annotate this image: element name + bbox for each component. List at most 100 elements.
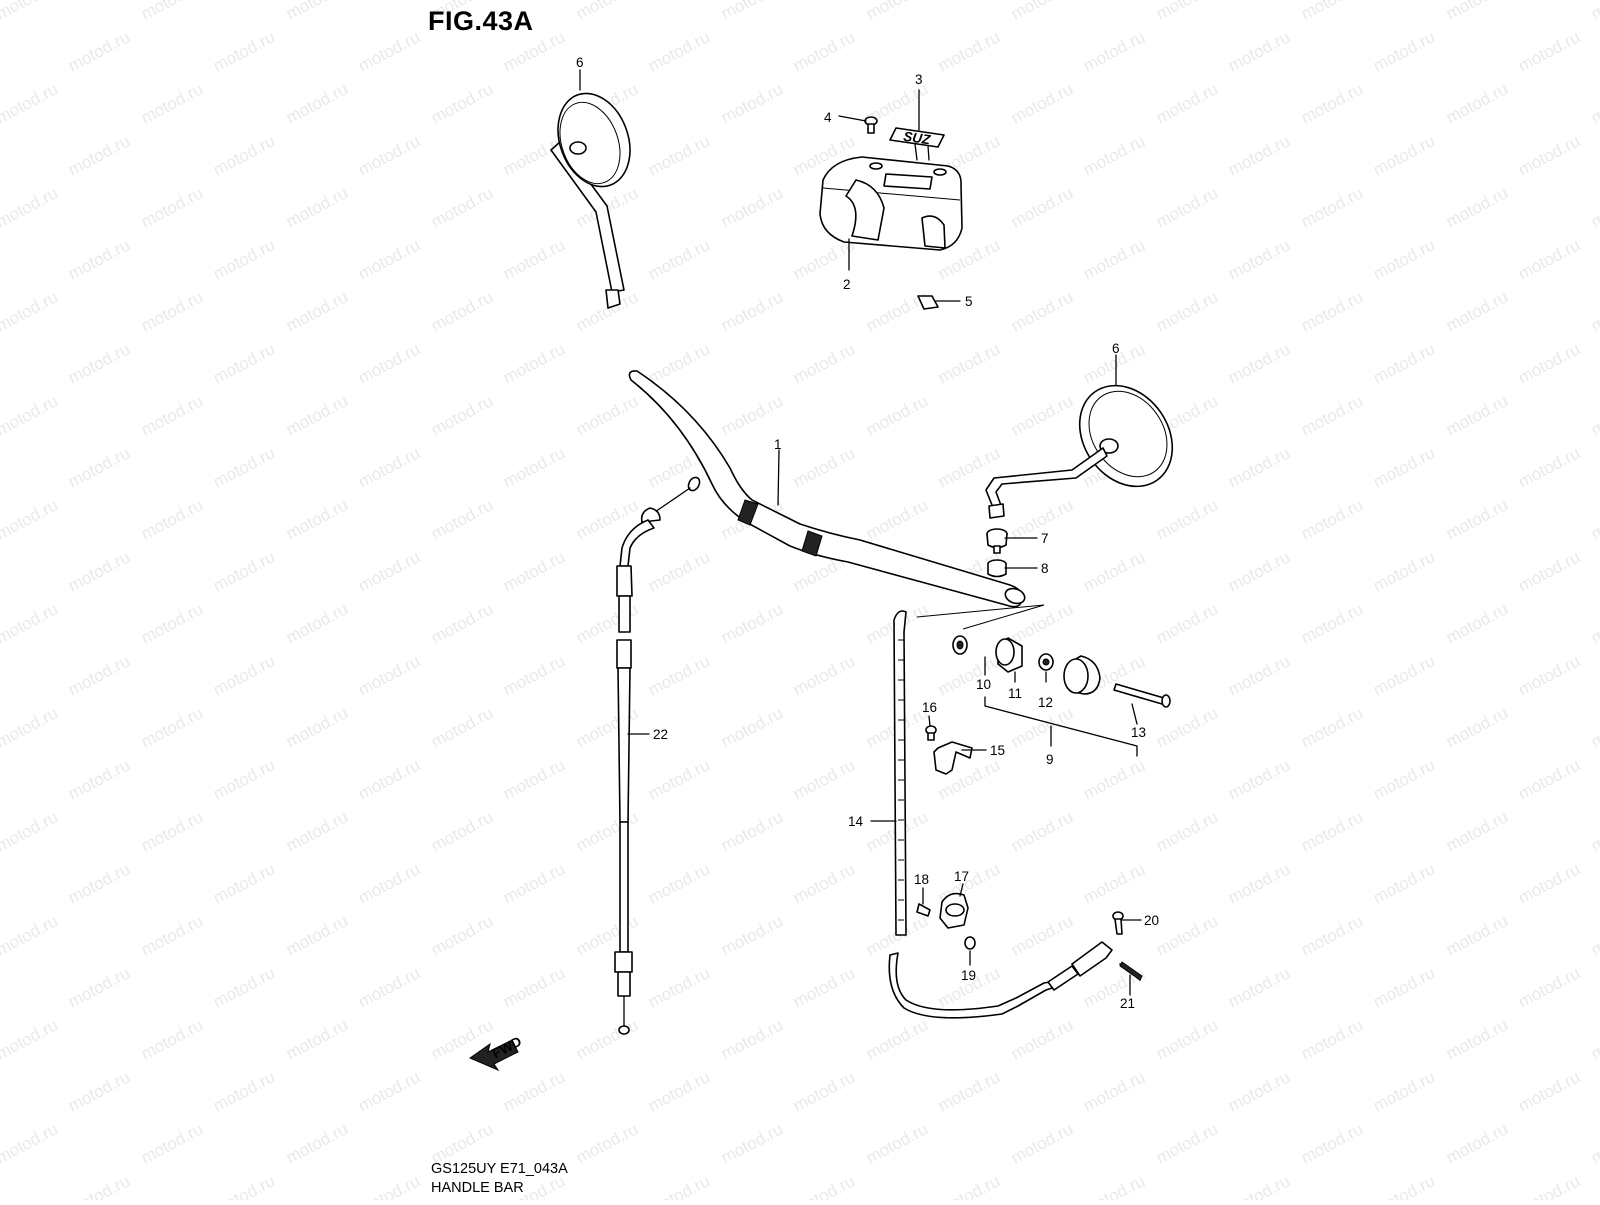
watermark-text: motod.ru — [1370, 131, 1438, 179]
watermark-text: motod.ru — [355, 339, 423, 387]
watermark-text: motod.ru — [138, 79, 206, 127]
watermark-text: motod.ru — [355, 859, 423, 907]
watermark-text: motod.ru — [1008, 0, 1076, 24]
callout-6a: 6 — [576, 55, 584, 70]
watermark-text: motod.ru — [718, 183, 786, 231]
watermark-text: motod.ru — [1298, 287, 1366, 335]
watermark-text: motod.ru — [645, 547, 713, 595]
watermark-text: motod.ru — [1370, 755, 1438, 803]
watermark-text: motod.ru — [1153, 495, 1221, 543]
callout-1: 1 — [774, 437, 782, 452]
watermark-text: motod.ru — [718, 807, 786, 855]
clamp-screw — [925, 725, 937, 741]
clutch-cable — [614, 476, 701, 1035]
assembly-guide-line — [916, 604, 1045, 630]
watermark-text: motod.ru — [138, 911, 206, 959]
watermark-text: motod.ru — [138, 495, 206, 543]
figure-title: FIG.43A — [428, 6, 534, 36]
watermark-text: motod.ru — [1225, 651, 1293, 699]
watermark-text: motod.ru — [1515, 859, 1583, 907]
watermark-text: motod.ru — [138, 391, 206, 439]
callout-3: 3 — [915, 72, 923, 87]
watermark-text: motod.ru — [935, 1067, 1003, 1115]
watermark-text: motod.ru — [65, 1067, 133, 1115]
watermark-text: motod.ru — [355, 651, 423, 699]
watermark-text: motod.ru — [790, 651, 858, 699]
watermark-text: motod.ru — [283, 391, 351, 439]
cover-screw — [864, 116, 878, 134]
watermark-text: motod.ru — [428, 911, 496, 959]
watermark-text: motod.ru — [210, 755, 278, 803]
watermark-text: motod.ru — [863, 1015, 931, 1063]
watermark-text: motod.ru — [863, 1119, 931, 1167]
watermark-text: motod.ru — [355, 27, 423, 75]
watermark-text: motod.ru — [210, 131, 278, 179]
watermark-text: motod.ru — [355, 235, 423, 283]
watermark-text: motod.ru — [0, 703, 61, 751]
watermark-text: motod.ru — [645, 131, 713, 179]
mirror-right — [985, 384, 1174, 519]
watermark-text: motod.ru — [1008, 911, 1076, 959]
watermark-text: motod.ru — [1008, 391, 1076, 439]
watermark-text: motod.ru — [1370, 443, 1438, 491]
watermark-text: motod.ru — [1443, 807, 1511, 855]
watermark-text: motod.ru — [790, 859, 858, 907]
mirror-adapter — [986, 528, 1008, 554]
watermark-text: motod.ru — [573, 1015, 641, 1063]
watermark-text: motod.ru — [428, 703, 496, 751]
bar-end-weight — [1063, 655, 1101, 695]
watermark-text: motod.ru — [1588, 807, 1600, 855]
watermark-text: motod.ru — [1008, 1015, 1076, 1063]
watermark-text: motod.ru — [573, 807, 641, 855]
watermark-text: motod.ru — [790, 963, 858, 1011]
watermark-text: motod.ru — [718, 79, 786, 127]
watermark-text: motod.ru — [1153, 183, 1221, 231]
watermark-text: motod.ru — [65, 547, 133, 595]
watermark-text: motod.ru — [0, 1119, 61, 1167]
watermark-text: motod.ru — [428, 287, 496, 335]
watermark-text: motod.ru — [1225, 755, 1293, 803]
watermark-text: motod.ru — [355, 443, 423, 491]
callout-16: 16 — [922, 700, 937, 715]
watermark-text: motod.ru — [0, 599, 61, 647]
watermark-text: motod.ru — [500, 339, 568, 387]
watermark-text: motod.ru — [283, 911, 351, 959]
watermark-text: motod.ru — [1370, 235, 1438, 283]
watermark-text: motod.ru — [1515, 1067, 1583, 1115]
watermark-text: motod.ru — [500, 859, 568, 907]
watermark-text: motod.ru — [1443, 495, 1511, 543]
watermark-text: motod.ru — [1153, 0, 1221, 24]
watermark-text: motod.ru — [573, 391, 641, 439]
watermark-text: motod.ru — [863, 287, 931, 335]
watermark-text: motod.ru — [1443, 599, 1511, 647]
watermark-text: motod.ru — [500, 651, 568, 699]
watermark-text: motod.ru — [283, 0, 351, 24]
watermark-text: motod.ru — [1515, 1171, 1583, 1200]
watermark-text: motod.ru — [138, 599, 206, 647]
watermark-text: motod.ru — [573, 703, 641, 751]
watermark-text: motod.ru — [355, 1067, 423, 1115]
callout-22: 22 — [653, 727, 668, 742]
watermark-text: motod.ru — [718, 287, 786, 335]
watermark-text: motod.ru — [65, 755, 133, 803]
watermark-text: motod.ru — [1225, 963, 1293, 1011]
watermark-text: motod.ru — [645, 235, 713, 283]
watermark-text: motod.ru — [500, 963, 568, 1011]
watermark-text: motod.ru — [645, 27, 713, 75]
watermark-text: motod.ru — [428, 495, 496, 543]
watermark-text: motod.ru — [1588, 911, 1600, 959]
watermark-text: motod.ru — [863, 495, 931, 543]
watermark-text: motod.ru — [1153, 1015, 1221, 1063]
watermark-text: motod.ru — [1443, 1015, 1511, 1063]
callout-11: 11 — [1008, 686, 1022, 701]
watermark-text: motod.ru — [1370, 27, 1438, 75]
figure-code: GS125UY E71_043A — [431, 1161, 568, 1177]
watermark-text: motod.ru — [210, 1067, 278, 1115]
watermark-text: motod.ru — [718, 599, 786, 647]
watermark-text: motod.ru — [645, 651, 713, 699]
watermark-text: motod.ru — [1080, 27, 1148, 75]
watermark-text: motod.ru — [1080, 547, 1148, 595]
watermark-text: motod.ru — [355, 547, 423, 595]
